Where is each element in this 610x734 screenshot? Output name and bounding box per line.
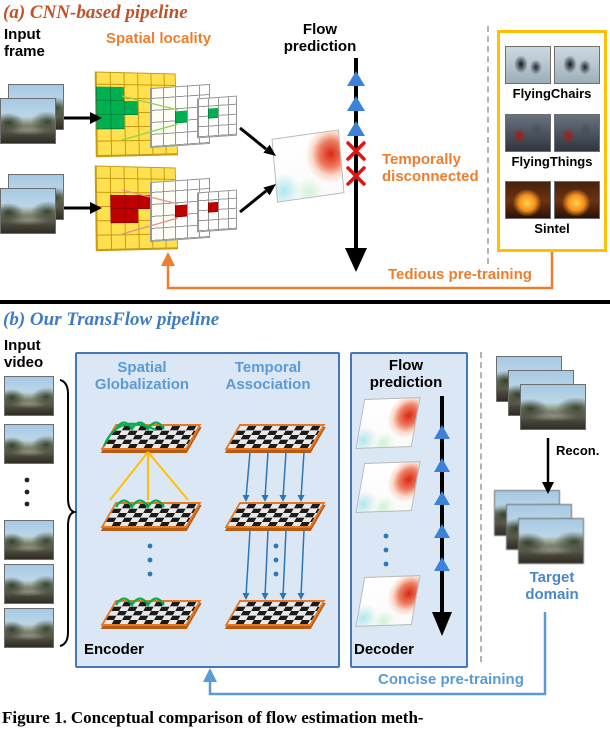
sintel-label: Sintel (534, 220, 570, 236)
red-center-cell-small (208, 201, 218, 213)
flow-timeline-a (345, 58, 367, 272)
tedious-pretraining-label: Tedious pre-training (388, 266, 532, 283)
temporal-association-label: Temporal Association (225, 359, 311, 393)
temporal-feature-map-3 (224, 600, 326, 626)
green-receptive-cell (124, 100, 138, 116)
dataset-row-flyingthings: FlyingThings (504, 113, 600, 169)
caption-figure-label: Figure 1. (2, 708, 67, 727)
video-frame-photo-4 (4, 564, 54, 604)
green-center-cell (175, 110, 187, 124)
spatial-globalization-label: Spatial Globalization (94, 359, 190, 393)
input-video-label: Input video (4, 337, 44, 371)
decoder-label: Decoder (354, 641, 415, 658)
down-arrowhead-icon (345, 248, 367, 272)
arrowhead-icon (263, 184, 276, 196)
dataset-row-flyingchairs: FlyingChairs (504, 46, 600, 102)
panel-b-title: (b) Our TransFlow pipeline (3, 309, 220, 330)
target-photo-recon-3 (518, 518, 584, 564)
panel-a-title: (a) CNN-based pipeline (3, 2, 188, 23)
red-center-cell (175, 204, 187, 218)
dashed-separator-b (480, 352, 482, 662)
flow-prediction-label-b: Flow prediction (369, 357, 443, 391)
decoder-flow-map-1 (355, 397, 421, 449)
flyingthings-label: FlyingThings (511, 153, 593, 169)
red-receptive-block (110, 194, 139, 224)
flow-up-triangle-icon (347, 121, 365, 136)
sintel-images (504, 180, 600, 219)
temporally-disconnected-label: Temporally disconnected (382, 151, 479, 185)
flow-prediction-label-a: Flow prediction (283, 21, 357, 55)
flyingchairs-photo-1 (504, 46, 551, 85)
up-arrowhead-icon (161, 252, 175, 266)
flow-prediction-map-a (271, 129, 345, 203)
dataset-row-sintel: Sintel (504, 180, 600, 236)
flyingchairs-photo-2 (553, 46, 600, 85)
decoder-flow-map-2 (355, 461, 421, 513)
video-frame-photo-1 (4, 376, 54, 416)
dashed-separator-a (487, 26, 489, 264)
input-frame-label: Input frame (4, 26, 45, 60)
spatial-feature-map-1 (100, 424, 202, 450)
video-frame-photo-5 (4, 608, 54, 648)
temporal-feature-map-1 (224, 424, 326, 450)
sintel-photo-1 (504, 180, 551, 219)
spatial-locality-label: Spatial locality (106, 30, 212, 47)
input-frame-photo-front-2 (0, 188, 56, 234)
flow-up-triangle-icon (347, 71, 365, 86)
target-domain-label: Target domain (525, 569, 579, 603)
flyingchairs-label: FlyingChairs (512, 86, 592, 102)
sintel-photo-2 (553, 180, 600, 219)
caption-text: Conceptual comparison of flow estimation… (70, 708, 424, 727)
green-center-cell-small (208, 107, 218, 119)
frame-to-grid-arrows (64, 116, 90, 210)
video-ellipsis-dots (24, 477, 30, 507)
figure-caption: Figure 1.Conceptual comparison of flow e… (2, 708, 608, 728)
disconnect-x-icon (346, 141, 366, 186)
flyingthings-photo-2 (553, 113, 600, 152)
grid-to-flow-arrows (239, 126, 267, 214)
spatial-feature-map-3 (100, 600, 202, 626)
target-photo-top-3 (520, 384, 586, 430)
pretraining-datasets-box: FlyingChairs FlyingThings Sintel (497, 30, 607, 252)
video-group-brace (59, 379, 78, 647)
temporal-feature-map-2 (224, 502, 326, 528)
flyingchairs-images (504, 46, 600, 85)
cnn-grid-small-top (197, 95, 237, 139)
recon-label: Recon. (556, 443, 600, 458)
decoder-flow-map-3 (355, 575, 421, 627)
flow-up-triangle-icon (347, 96, 365, 111)
flyingthings-images (504, 113, 600, 152)
cnn-grid-small-bottom (197, 189, 237, 233)
green-receptive-block (95, 86, 125, 130)
flyingthings-photo-1 (504, 113, 551, 152)
video-frame-photo-2 (4, 424, 54, 464)
spatial-feature-map-2 (100, 502, 202, 528)
encoder-label: Encoder (84, 641, 145, 658)
up-arrowhead-icon (203, 668, 217, 682)
input-frame-photo-front-1 (0, 98, 56, 144)
section-divider (0, 300, 610, 304)
concise-pretraining-label: Concise pre-training (378, 671, 524, 688)
video-frame-photo-3 (4, 520, 54, 560)
